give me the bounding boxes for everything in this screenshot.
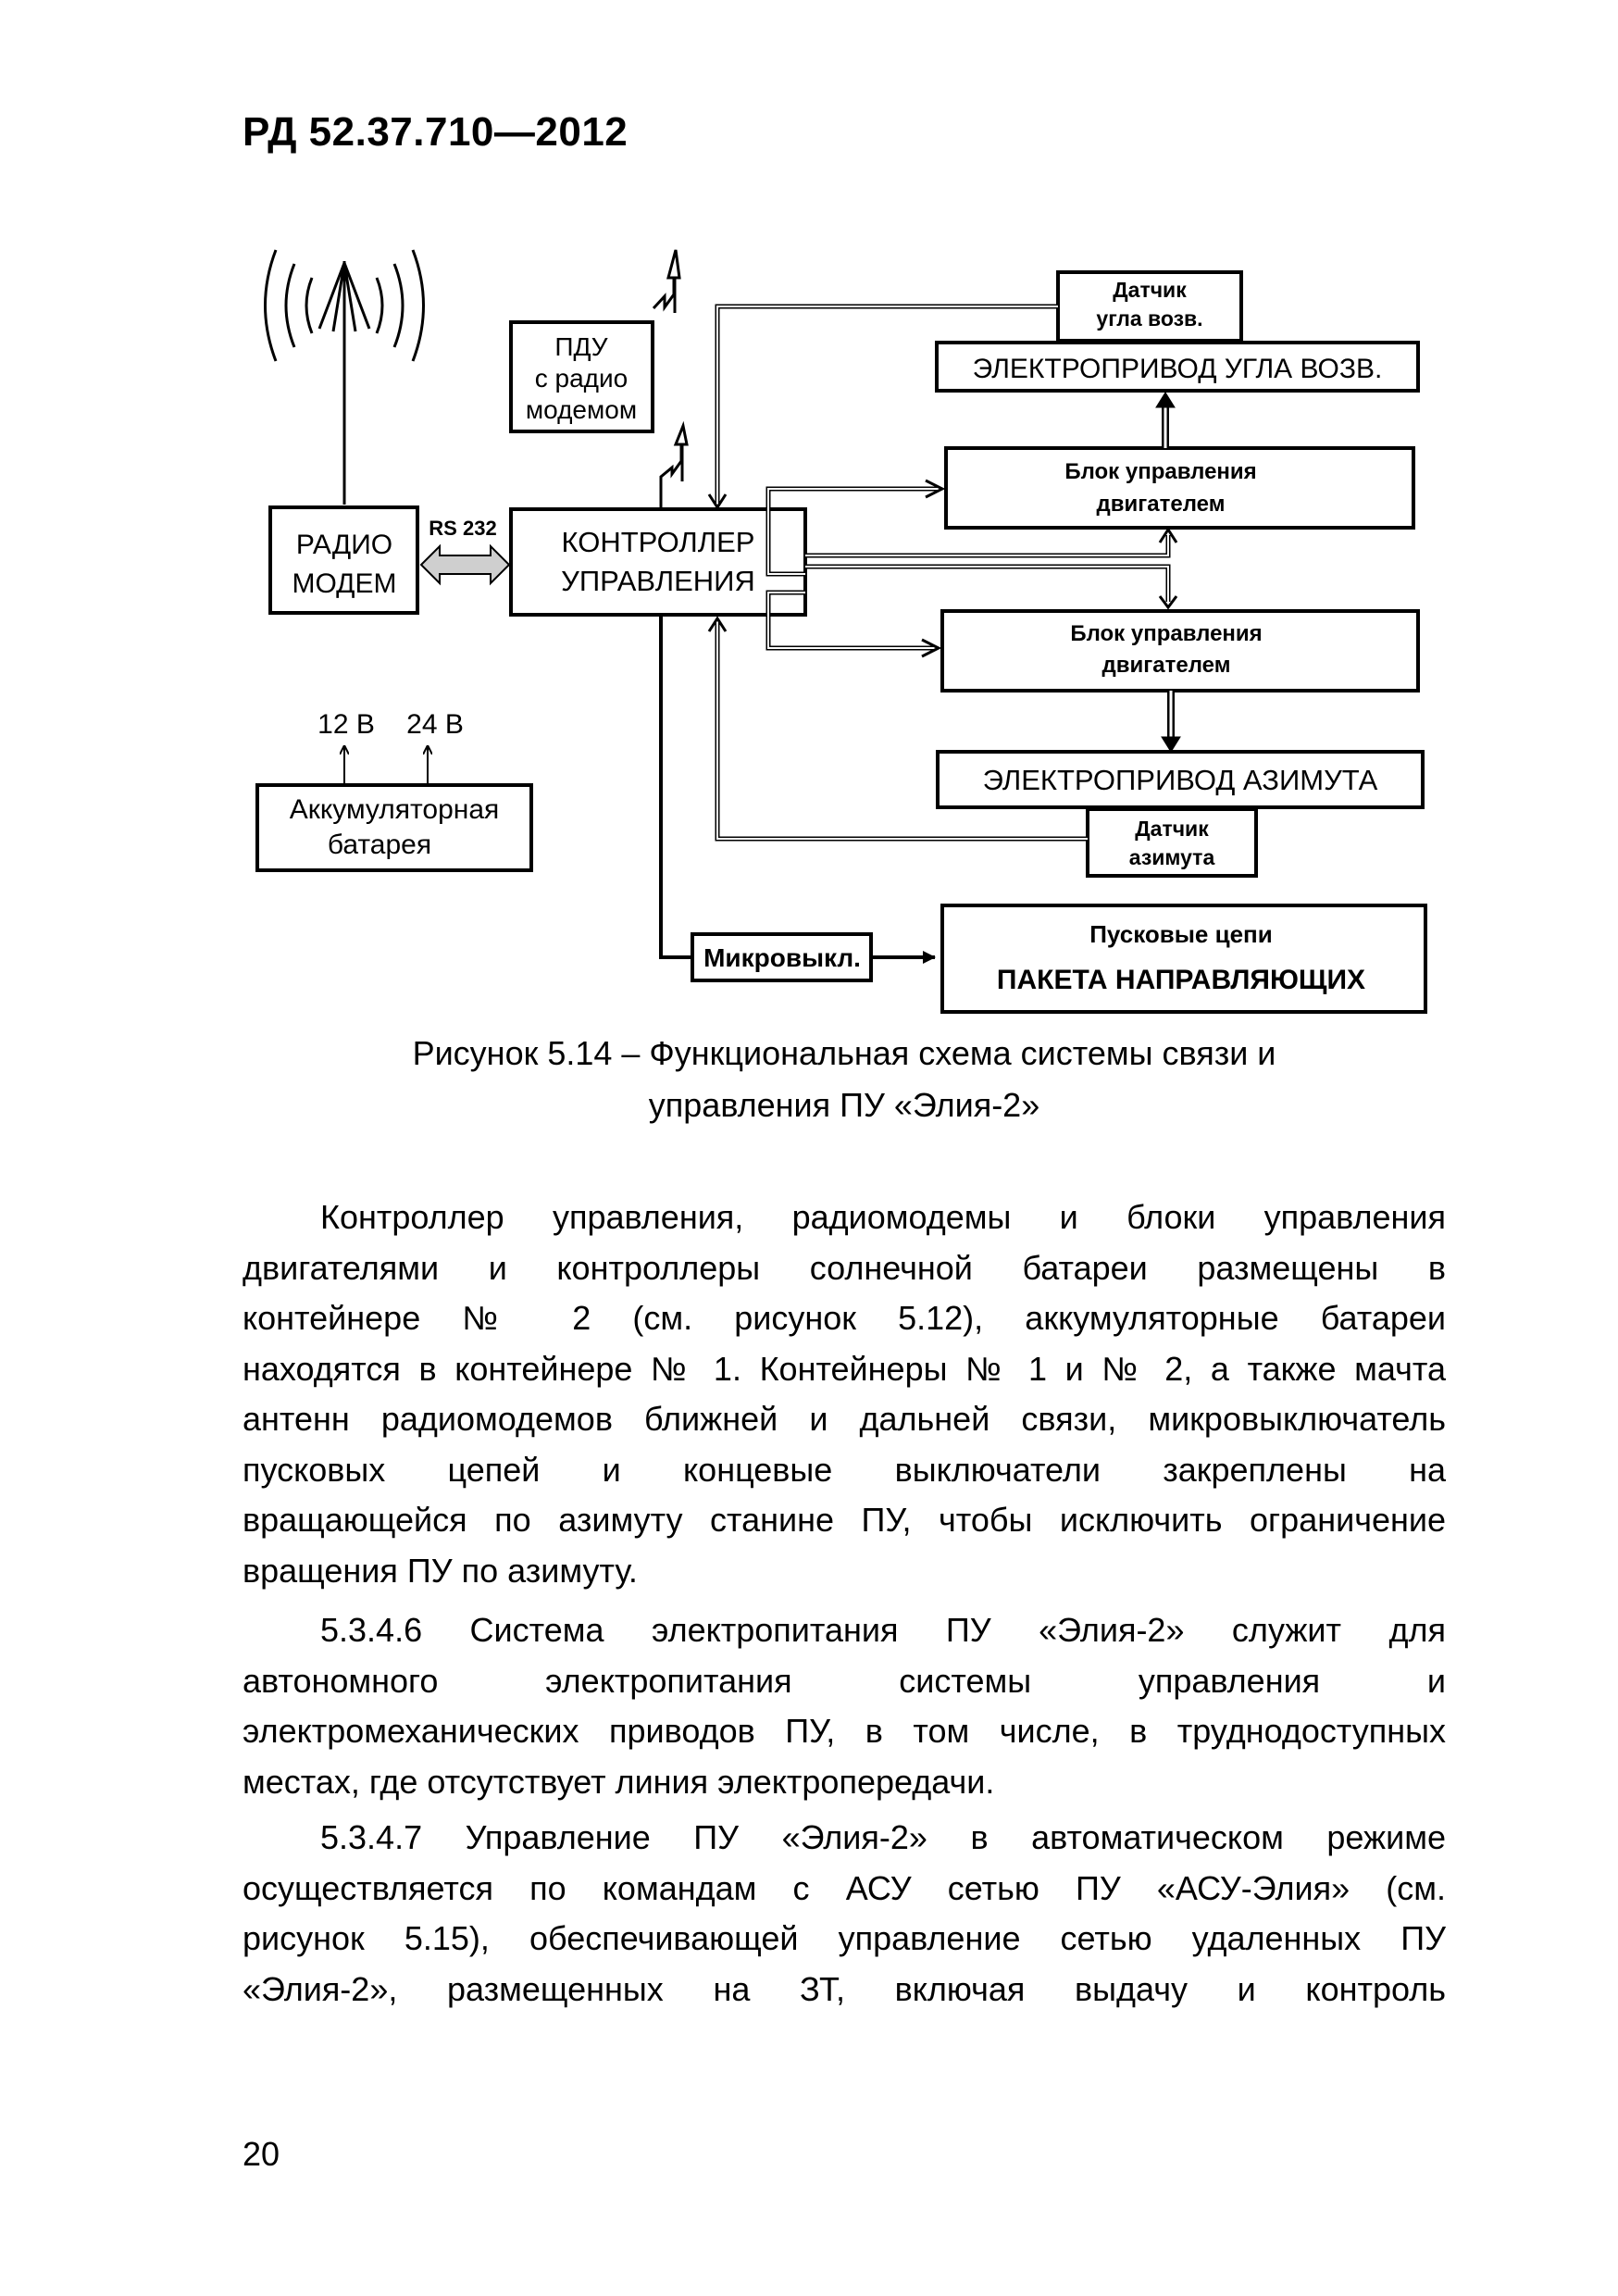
pdu-label-2: с радио: [535, 364, 628, 393]
document-code-header: РД 52.37.710—2012: [243, 109, 629, 155]
azimuth-drive-label: ЭЛЕКТРОПРИВОД АЗИМУТА: [983, 764, 1378, 796]
text-line: «Элия-2», размещенных на ЗТ, включая выд…: [243, 1969, 1446, 2008]
caption-line-2: управления ПУ «Элия-2»: [648, 1086, 1040, 1124]
radio-modem-label-1: РАДИО: [296, 530, 392, 560]
figure-caption: Рисунок 5.14 – Функциональная схема сист…: [243, 1028, 1446, 1131]
controller-block: КОНТРОЛЛЕР УПРАВЛЕНИЯ: [509, 507, 807, 617]
paragraph-1: Контроллер управления, радиомодемы и бло…: [243, 1192, 1446, 1596]
caption-line-1: Рисунок 5.14 – Функциональная схема сист…: [412, 1034, 1276, 1072]
text-line: антенн радиомодемов ближней и дальней св…: [243, 1400, 1446, 1438]
motor-control-unit-1: Блок управления двигателем: [944, 446, 1415, 530]
pdu-label-1: ПДУ: [554, 332, 607, 361]
pdu-radio-link-icon: [652, 249, 681, 313]
text-line: электромеханических приводов ПУ, в том ч…: [243, 1712, 1446, 1750]
voltage-24-label: 24 В: [406, 709, 464, 740]
body-text: 5.3.4.6 Система электропитания ПУ «Элия-…: [243, 1605, 1446, 1807]
voltage-12-label: 12 В: [317, 709, 375, 740]
azimuth-drive-block: ЭЛЕКТРОПРИВОД АЗИМУТА: [936, 750, 1425, 809]
rs232-label: RS 232: [429, 517, 496, 540]
antenna-icon: [264, 249, 425, 505]
text-line: осуществляется по командам с АСУ сетью П…: [243, 1868, 1446, 1907]
motor-unit-2-label-1: Блок управления: [1070, 621, 1262, 646]
text-line: рисунок 5.15), обеспечивающей управление…: [243, 1919, 1446, 1957]
motor-unit-2-label-2: двигателем: [1102, 653, 1231, 678]
radio-modem-label-2: МОДЕМ: [292, 568, 397, 599]
elevation-drive-block: ЭЛЕКТРОПРИВОД УГЛА ВОЗВ.: [935, 341, 1420, 393]
launch-circuits-block: Пусковые цепи ПАКЕТА НАПРАВЛЯЮЩИХ: [940, 904, 1427, 1014]
text-line: вращающейся по азимуту станине ПУ, чтобы…: [243, 1501, 1446, 1539]
motor-control-unit-2: Блок управления двигателем: [940, 609, 1420, 693]
controller-label-2: УПРАВЛЕНИЯ: [561, 565, 755, 597]
functional-diagram: РАДИО МОДЕМ RS 232 ПДУ с радио модемом К…: [255, 249, 1427, 1014]
diagram-connectors: [659, 304, 1181, 964]
elevation-sensor-label-1: Датчик: [1113, 278, 1187, 302]
azimuth-sensor-label-2: азимута: [1129, 845, 1215, 869]
launch-circuits-label-2: ПАКЕТА НАПРАВЛЯЮЩИХ: [997, 965, 1365, 995]
radio-modem-block: РАДИО МОДЕМ: [268, 505, 419, 615]
paragraph-3: 5.3.4.7 Управление ПУ «Элия-2» в автомат…: [243, 1813, 1446, 2015]
text-line: пусковых цепей и концевые выключатели за…: [243, 1450, 1446, 1489]
microswitch-block: Микровыкл.: [691, 932, 873, 982]
text-line: 5.3.4.6 Система электропитания ПУ «Элия-…: [320, 1611, 1446, 1649]
page-number: 20: [243, 2135, 280, 2173]
text-line: контейнере № 2 (см. рисунок 5.12), аккум…: [243, 1299, 1446, 1337]
body-text: 5.3.4.7 Управление ПУ «Элия-2» в автомат…: [243, 1813, 1446, 2015]
text-line: находятся в контейнере № 1. Контейнеры №…: [243, 1349, 1446, 1388]
text-line: Контроллер управления, радиомодемы и бло…: [320, 1198, 1446, 1236]
microswitch-label: Микровыкл.: [703, 943, 861, 972]
text-line: местах, где отсутствует линия электропер…: [243, 1762, 995, 1801]
battery-block: 12 В 24 В Аккумуляторная батарея: [255, 709, 533, 872]
rs232-link: RS 232: [419, 517, 511, 586]
launch-circuits-label-1: Пусковые цепи: [1089, 920, 1273, 948]
text-line: автономного электропитания системы управ…: [243, 1661, 1446, 1700]
elevation-sensor-block: Датчик угла возв.: [1056, 270, 1243, 343]
motor-unit-1-label-2: двигателем: [1097, 492, 1226, 517]
azimuth-sensor-block: Датчик азимута: [1086, 807, 1258, 878]
pdu-label-3: модемом: [526, 395, 637, 424]
battery-label-1: Аккумуляторная: [290, 794, 500, 825]
body-text: Контроллер управления, радиомодемы и бло…: [243, 1192, 1446, 1596]
text-line: вращения ПУ по азимуту.: [243, 1551, 638, 1590]
azimuth-sensor-label-1: Датчик: [1135, 817, 1209, 841]
controller-radio-link-icon: [659, 420, 689, 509]
pdu-block: ПДУ с радио модемом: [509, 320, 654, 433]
elevation-drive-label: ЭЛЕКТРОПРИВОД УГЛА ВОЗВ.: [973, 354, 1383, 384]
paragraph-2: 5.3.4.6 Система электропитания ПУ «Элия-…: [243, 1605, 1446, 1807]
motor-unit-1-label-1: Блок управления: [1064, 459, 1256, 484]
elevation-sensor-label-2: угла возв.: [1096, 306, 1202, 331]
text-line: 5.3.4.7 Управление ПУ «Элия-2» в автомат…: [320, 1818, 1446, 1856]
text-line: двигателями и контроллеры солнечной бата…: [243, 1248, 1446, 1287]
controller-label-1: КОНТРОЛЛЕР: [562, 526, 755, 558]
battery-label-2: батарея: [328, 830, 431, 860]
